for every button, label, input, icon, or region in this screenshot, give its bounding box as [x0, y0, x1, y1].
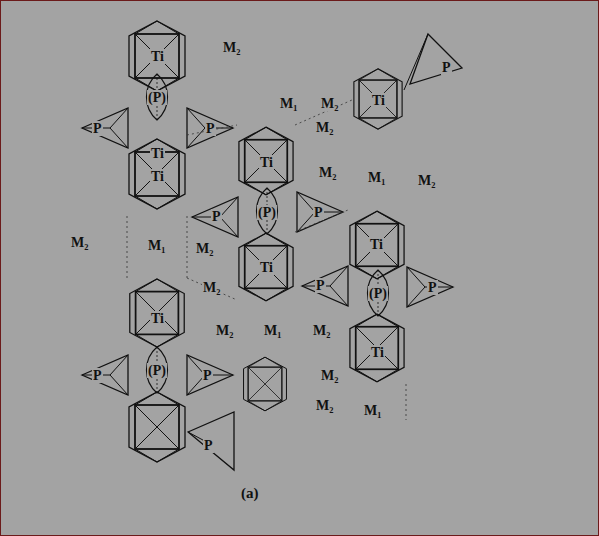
structure-label: M₁	[263, 323, 282, 338]
structure-label: P	[313, 205, 324, 220]
structure-label: M₁	[279, 96, 298, 111]
structure-label: Ti	[259, 155, 274, 170]
structure-label: P	[441, 60, 452, 75]
structure-label: P	[427, 280, 438, 295]
structure-label: M₂	[315, 120, 334, 135]
structure-label: Ti	[150, 146, 165, 161]
structure-label: M₂	[202, 280, 221, 295]
structure-label: (P)	[147, 363, 167, 378]
structure-label: M₁	[147, 238, 166, 253]
structure-label: Ti	[150, 49, 165, 64]
structure-label: P	[205, 121, 216, 136]
structure-label: P	[211, 209, 222, 224]
structure-label: M₁	[363, 403, 382, 418]
figure-caption: (a)	[240, 486, 260, 501]
structure-label: P	[202, 368, 213, 383]
structure-label: Ti	[369, 237, 384, 252]
structure-label: M₁	[367, 170, 386, 185]
structure-label: M₂	[320, 368, 339, 383]
structure-label: M₂	[417, 173, 436, 188]
structure-label: Ti	[259, 260, 274, 275]
structure-label: (P)	[147, 90, 167, 105]
structure-label: P	[203, 438, 214, 453]
structure-label: M₂	[318, 165, 337, 180]
structure-label: (P)	[257, 205, 277, 220]
structure-label: Ti	[150, 311, 165, 326]
structure-label: M₂	[312, 323, 331, 338]
structure-label: M₂	[320, 96, 339, 111]
structure-label: P	[92, 368, 103, 383]
structure-label: M₂	[315, 398, 334, 413]
structure-label: M₂	[70, 235, 89, 250]
structure-label: M₂	[195, 241, 214, 256]
structure-label: (P)	[368, 286, 388, 301]
structure-label: M₂	[215, 323, 234, 338]
structure-label: Ti	[370, 345, 385, 360]
structure-label: P	[92, 121, 103, 136]
structure-label: Ti	[371, 93, 386, 108]
structure-label: Ti	[150, 169, 165, 184]
structure-label: M₂	[222, 40, 241, 55]
structure-label: P	[315, 278, 326, 293]
